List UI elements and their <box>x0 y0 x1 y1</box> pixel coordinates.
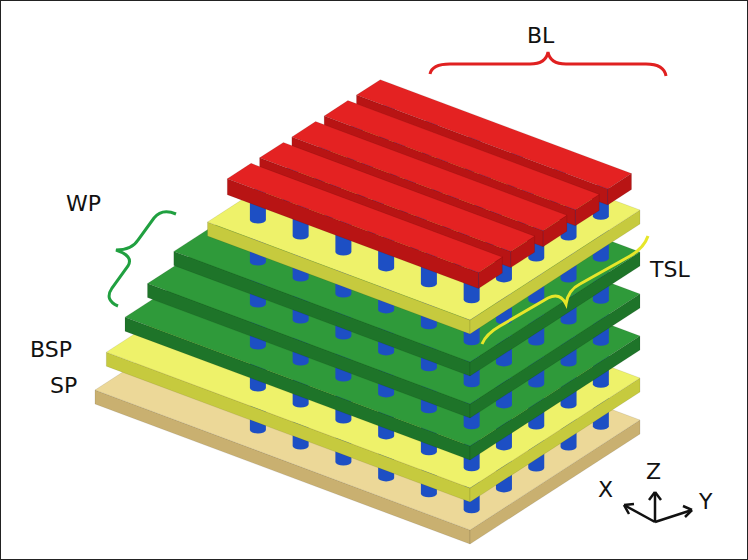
wp-brace <box>109 212 176 306</box>
part-label: Y <box>699 490 712 514</box>
part-label: BL <box>527 24 554 48</box>
layer-stack <box>95 80 640 544</box>
axis-symbol <box>624 492 692 522</box>
tsl-brace <box>482 236 648 344</box>
bit-line <box>227 163 502 272</box>
part-label: Z <box>646 460 661 484</box>
part-label: SP <box>50 374 77 398</box>
part-label: WP <box>66 192 101 216</box>
bl-brace <box>430 52 666 76</box>
bit-line <box>227 179 478 289</box>
part-label: X <box>598 478 613 502</box>
part-label: TSL <box>650 258 690 282</box>
part-label: BSP <box>30 338 72 362</box>
